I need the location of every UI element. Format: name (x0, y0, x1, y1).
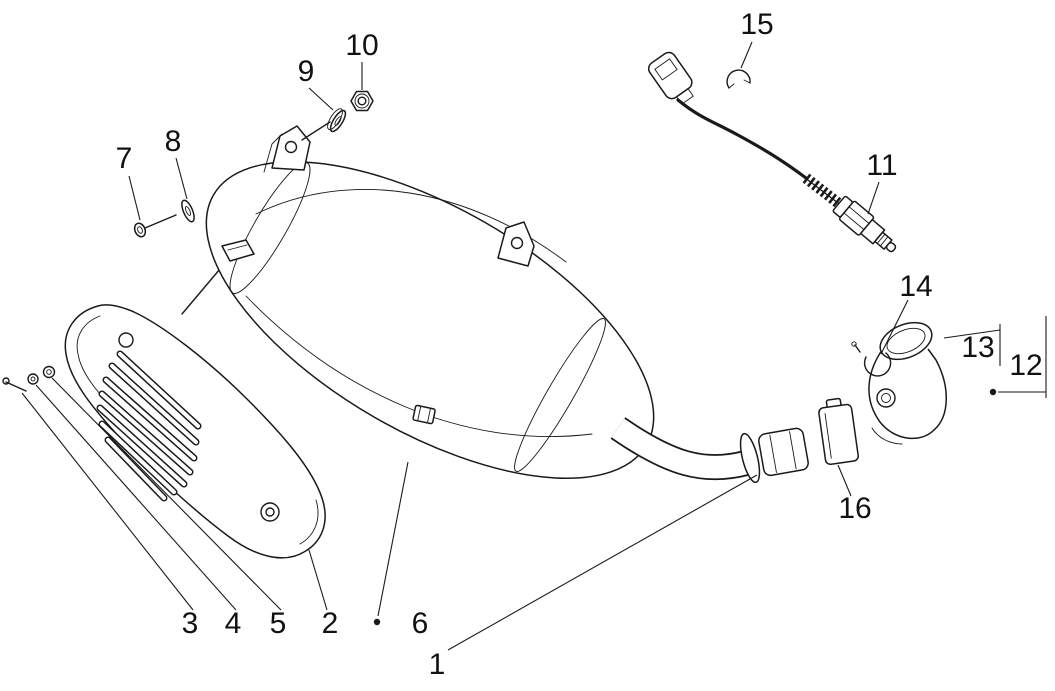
callout-6: 6 (412, 607, 429, 640)
mount-bolt (133, 214, 177, 238)
lambda-sensor (647, 51, 897, 253)
pipe-coupling (758, 427, 809, 477)
exhaust-pipe (610, 417, 809, 484)
shield-hole-bottom-inner (265, 507, 275, 517)
vent-slots (96, 350, 202, 502)
callout-9: 9 (298, 55, 315, 88)
leader-lines (21, 41, 1047, 651)
bracket-nut (350, 90, 374, 112)
callout-12: 12 (1009, 349, 1042, 382)
callout-10: 10 (345, 29, 378, 62)
muffler-body (181, 121, 655, 479)
callout-5: 5 (270, 607, 287, 640)
sensor-cable (676, 98, 808, 180)
assembly-dot-12 (989, 388, 997, 396)
mounting-bracket-front (263, 121, 331, 173)
callout-8: 8 (165, 125, 182, 158)
shield-hole-top (118, 332, 134, 348)
mounting-bracket-rear (497, 221, 535, 267)
clamp (851, 341, 892, 377)
sensor-spring-sleeve (802, 173, 846, 211)
heat-shield (64, 304, 326, 559)
bracket-washer (327, 108, 347, 133)
manifold-elbow (868, 321, 947, 445)
callout-3: 3 (182, 607, 199, 640)
shield-fasteners (2, 365, 56, 392)
cable-clip (726, 69, 751, 89)
elbow-opening (879, 321, 933, 361)
shield-washer-small (27, 373, 39, 385)
assembly-dot-6 (373, 618, 381, 626)
shield-screw (2, 377, 27, 392)
sensor-body (832, 195, 897, 253)
callout-1: 1 (429, 648, 446, 681)
pipe-flange (739, 432, 761, 484)
shield-hole-bottom (260, 502, 280, 522)
gasket-block (818, 397, 859, 466)
belly-fitting (412, 404, 436, 425)
bolt-bracket (221, 239, 255, 262)
mount-washer (181, 199, 195, 223)
callout-15: 15 (740, 8, 773, 41)
elbow-mount-hole (876, 388, 896, 408)
callout-13: 13 (961, 331, 994, 364)
sensor-connector (647, 51, 694, 105)
shield-grommet (42, 365, 56, 379)
callout-7: 7 (116, 142, 133, 175)
callout-16: 16 (838, 492, 871, 525)
callout-4: 4 (225, 607, 242, 640)
callout-labels: 1 2 3 4 5 6 7 8 9 10 11 12 13 14 15 16 (116, 8, 1043, 681)
callout-11: 11 (866, 149, 897, 182)
callout-2: 2 (322, 607, 339, 640)
callout-14: 14 (899, 270, 932, 303)
